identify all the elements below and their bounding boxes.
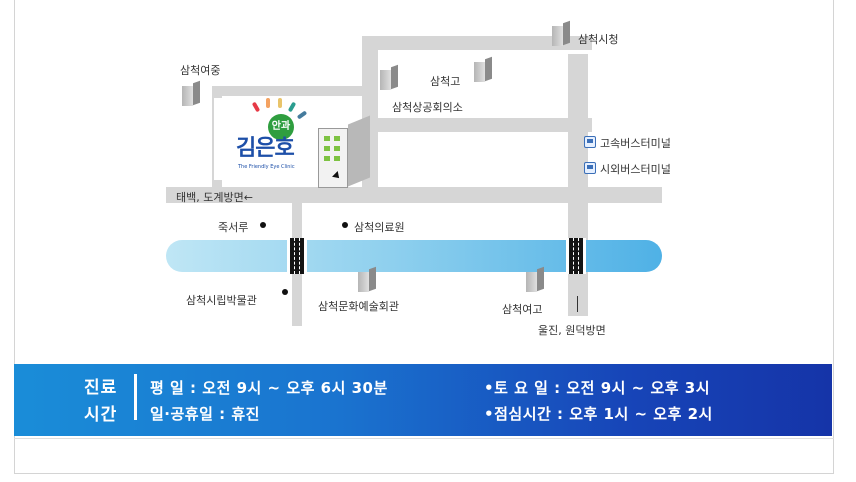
label-intercity-bus: 시외버스터미널 — [600, 163, 671, 176]
clinic-logo-name: 김은호 — [236, 136, 295, 161]
hours-title-line1: 진료 — [84, 378, 118, 398]
logo-ray — [287, 101, 297, 113]
logo-ray — [296, 110, 308, 120]
bottom-divider — [14, 438, 834, 439]
hours-weekday: 평 일 : 오전 9시 ~ 오후 6시 30분 — [150, 379, 388, 397]
arrow-south — [577, 296, 578, 312]
label-juksoru: 죽서루 — [218, 221, 249, 234]
building-high-school-icon — [474, 56, 492, 82]
label-medical-center: 삼척의료원 — [354, 221, 405, 234]
bus-terminal-icon — [584, 136, 596, 148]
clinic-hours-band — [14, 364, 832, 436]
hours-lunch: •점심시간 : 오후 1시 ~ 오후 2시 — [484, 405, 713, 423]
label-city-hall: 삼척시청 — [578, 33, 619, 46]
road-mid-horizontal — [364, 118, 592, 132]
bus-terminal-icon — [584, 162, 596, 174]
building-girls-middle-icon — [182, 80, 200, 106]
river — [166, 240, 662, 272]
label-girls-middle: 삼척여중 — [180, 64, 221, 77]
label-girls-high: 삼척여고 — [502, 303, 543, 316]
logo-ray — [278, 98, 282, 108]
label-high-school: 삼척고 — [430, 75, 461, 88]
location-dot — [342, 222, 348, 228]
clinic-logo: 안과 김은호 The Friendly Eye Clinic — [214, 98, 320, 180]
location-dot — [282, 289, 288, 295]
road-upper-horizontal — [364, 36, 592, 50]
label-to-uljin: 울진, 원덕방면 — [538, 324, 606, 337]
label-to-taebaek: 태백, 도계방면← — [176, 191, 253, 204]
label-express-bus: 고속버스터미널 — [600, 137, 671, 150]
clinic-building-icon — [318, 115, 374, 188]
bridge-left — [287, 238, 307, 274]
clinic-logo-tagline: The Friendly Eye Clinic — [238, 164, 295, 170]
logo-ray — [266, 98, 270, 108]
clinic-logo-badge: 안과 — [268, 114, 294, 140]
label-museum: 삼척시립박물관 — [186, 294, 257, 307]
label-culture-hall: 삼척문화예술회관 — [318, 300, 399, 313]
building-culture-hall-icon — [358, 266, 376, 292]
building-city-hall-icon — [552, 20, 570, 46]
road-clinic-block-top — [212, 86, 366, 96]
road-right-vertical — [568, 54, 588, 316]
building-chamber-icon — [380, 64, 398, 90]
hours-saturday: •토 요 일 : 오전 9시 ~ 오후 3시 — [484, 379, 711, 397]
bridge-right — [566, 238, 586, 274]
location-dot — [260, 222, 266, 228]
logo-ray — [251, 101, 261, 113]
building-girls-high-icon — [526, 266, 544, 292]
hours-title-line2: 시간 — [84, 405, 118, 425]
road-main-horizontal — [166, 187, 662, 203]
hours-separator — [134, 374, 137, 420]
hours-holiday: 일·공휴일 : 휴진 — [150, 405, 260, 423]
label-chamber: 삼척상공회의소 — [392, 101, 463, 114]
